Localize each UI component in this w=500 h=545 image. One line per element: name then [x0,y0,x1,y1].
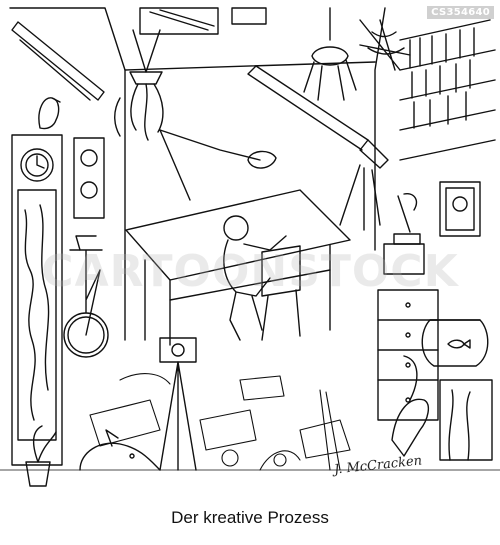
stock-id-badge: CS354640 [427,6,494,19]
drawer-cabinet [377,289,439,421]
parrot-icon [38,97,61,130]
fishbowl-icon [421,319,489,367]
skylight [139,7,267,35]
aquarium-tank [439,379,493,461]
floor-clutter [89,373,351,471]
clock-icon [11,134,63,466]
bookshelf [399,19,496,161]
portrait-frame [439,181,481,237]
watermark: CARTOONSTOCK [41,246,459,297]
desk-lamp-icon [159,129,277,201]
chair [261,245,301,341]
telescope-icon [247,65,389,231]
vacuum-cleaner [391,355,430,457]
camera-tripod [159,337,197,471]
bicycle-icon [63,235,109,358]
artist-figure [223,215,287,341]
microscope-icon [383,193,425,275]
spider-web-icon [359,19,411,71]
ceiling-light [11,21,105,101]
dog-icon [79,429,161,471]
hanging-basket [303,7,357,101]
potted-plant [25,425,57,487]
hanging-plant [114,29,164,141]
wall-instruments [73,137,105,219]
drawing-table [125,189,351,346]
cartoon-caption: Der kreative Prozess [171,508,329,527]
